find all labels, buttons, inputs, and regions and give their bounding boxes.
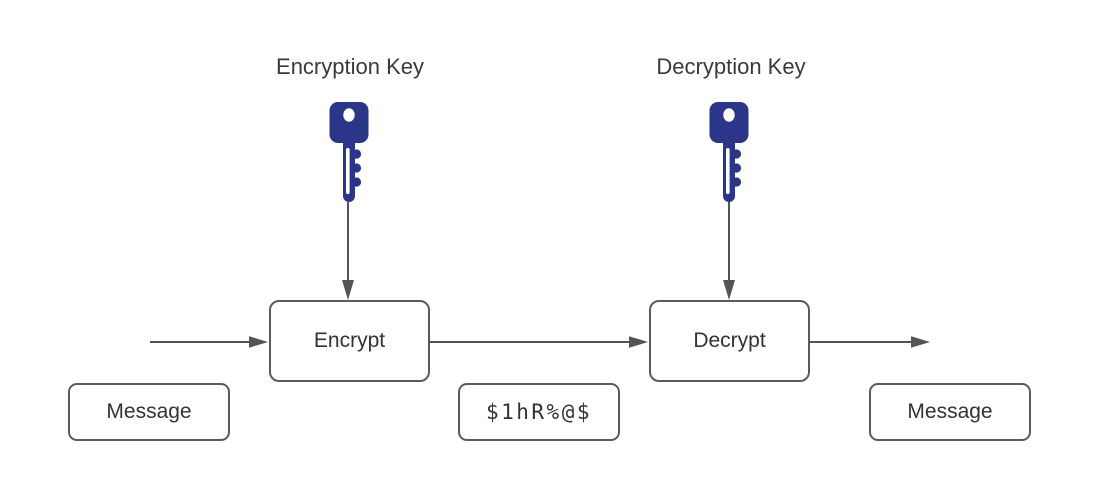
decryption-key-label: Decryption Key: [656, 54, 806, 79]
right-arrow-into-encrypt: [150, 336, 268, 348]
encrypt-process-box: Encrypt: [269, 300, 430, 382]
right-arrow-decrypt-out: [810, 336, 930, 348]
down-arrow-key-to-decrypt: [723, 202, 735, 300]
key-icon: [709, 102, 749, 202]
ciphertext-box: $1hR%@$: [458, 383, 620, 441]
decrypt-process-box: Decrypt: [649, 300, 810, 382]
encryption-key-label: Encryption Key: [276, 54, 424, 79]
message-output-box: Message: [869, 383, 1031, 441]
right-arrow-encrypt-to-decrypt: [430, 336, 648, 348]
message-input-box: Message: [68, 383, 230, 441]
key-icon: [329, 102, 369, 202]
down-arrow-key-to-encrypt: [342, 202, 354, 300]
